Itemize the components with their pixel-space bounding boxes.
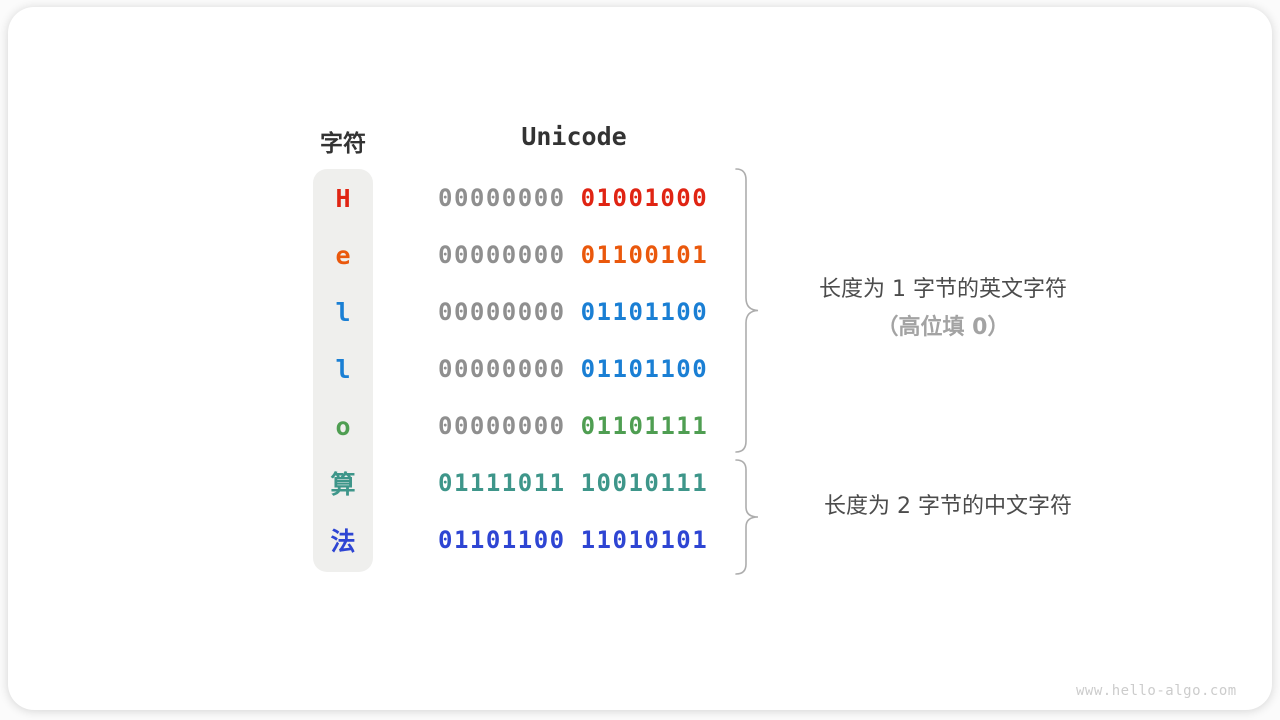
table-row: 法 01101100 11010101 xyxy=(8,517,1280,563)
high-byte: 00000000 xyxy=(438,355,566,383)
low-byte: 01001000 xyxy=(580,184,709,212)
column-header-character: 字符 xyxy=(320,131,366,157)
low-byte: 01101100 xyxy=(580,355,709,383)
annotation-english-chars: 长度为 1 字节的英文字符 （高位填 0） xyxy=(773,271,1113,347)
figure-card: 字符 Unicode H 00000000 01001000 e 0000000… xyxy=(8,7,1272,710)
low-byte: 10010111 xyxy=(580,469,709,497)
table-row: l 00000000 01101100 xyxy=(8,346,1280,392)
high-byte: 00000000 xyxy=(438,184,566,212)
table-row: o 00000000 01101111 xyxy=(8,403,1280,449)
high-byte: 01101100 xyxy=(438,526,566,554)
unicode-bits: 00000000 01101100 xyxy=(438,289,708,335)
annotation-line: 长度为 2 字节的中文字符 xyxy=(824,494,1072,519)
unicode-bits: 00000000 01101100 xyxy=(438,346,708,392)
unicode-bits: 01101100 11010101 xyxy=(438,517,708,563)
brace-chinese-group xyxy=(735,459,759,575)
unicode-bits: 00000000 01101111 xyxy=(438,403,708,449)
character-cell: l xyxy=(335,297,351,327)
character-cell: 算 xyxy=(330,470,356,499)
table-row: l 00000000 01101100 xyxy=(8,289,1280,335)
annotation-line: 长度为 1 字节的英文字符 xyxy=(819,277,1067,302)
character-column-strip xyxy=(313,169,373,572)
low-byte: 01101100 xyxy=(580,298,709,326)
unicode-bits: 00000000 01001000 xyxy=(438,175,708,221)
annotation-chinese-chars: 长度为 2 字节的中文字符 xyxy=(778,488,1118,526)
brace-english-group xyxy=(735,168,759,453)
character-cell: l xyxy=(335,354,351,384)
character-cell: 法 xyxy=(330,527,356,556)
low-byte: 01100101 xyxy=(580,241,709,269)
unicode-bits: 01111011 10010111 xyxy=(438,460,708,506)
character-cell: o xyxy=(335,411,351,441)
annotation-line-sub: （高位填 0） xyxy=(876,315,1010,340)
watermark-url: www.hello-algo.com xyxy=(1076,683,1237,699)
unicode-bits: 00000000 01100101 xyxy=(438,232,708,278)
character-cell: H xyxy=(335,183,351,213)
table-row: e 00000000 01100101 xyxy=(8,232,1280,278)
low-byte: 01101111 xyxy=(580,412,709,440)
table-row: 算 01111011 10010111 xyxy=(8,460,1280,506)
high-byte: 00000000 xyxy=(438,298,566,326)
low-byte: 11010101 xyxy=(580,526,709,554)
column-header-unicode: Unicode xyxy=(521,122,627,151)
high-byte: 00000000 xyxy=(438,412,566,440)
high-byte: 01111011 xyxy=(438,469,566,497)
table-row: H 00000000 01001000 xyxy=(8,175,1280,221)
character-cell: e xyxy=(335,240,351,270)
high-byte: 00000000 xyxy=(438,241,566,269)
